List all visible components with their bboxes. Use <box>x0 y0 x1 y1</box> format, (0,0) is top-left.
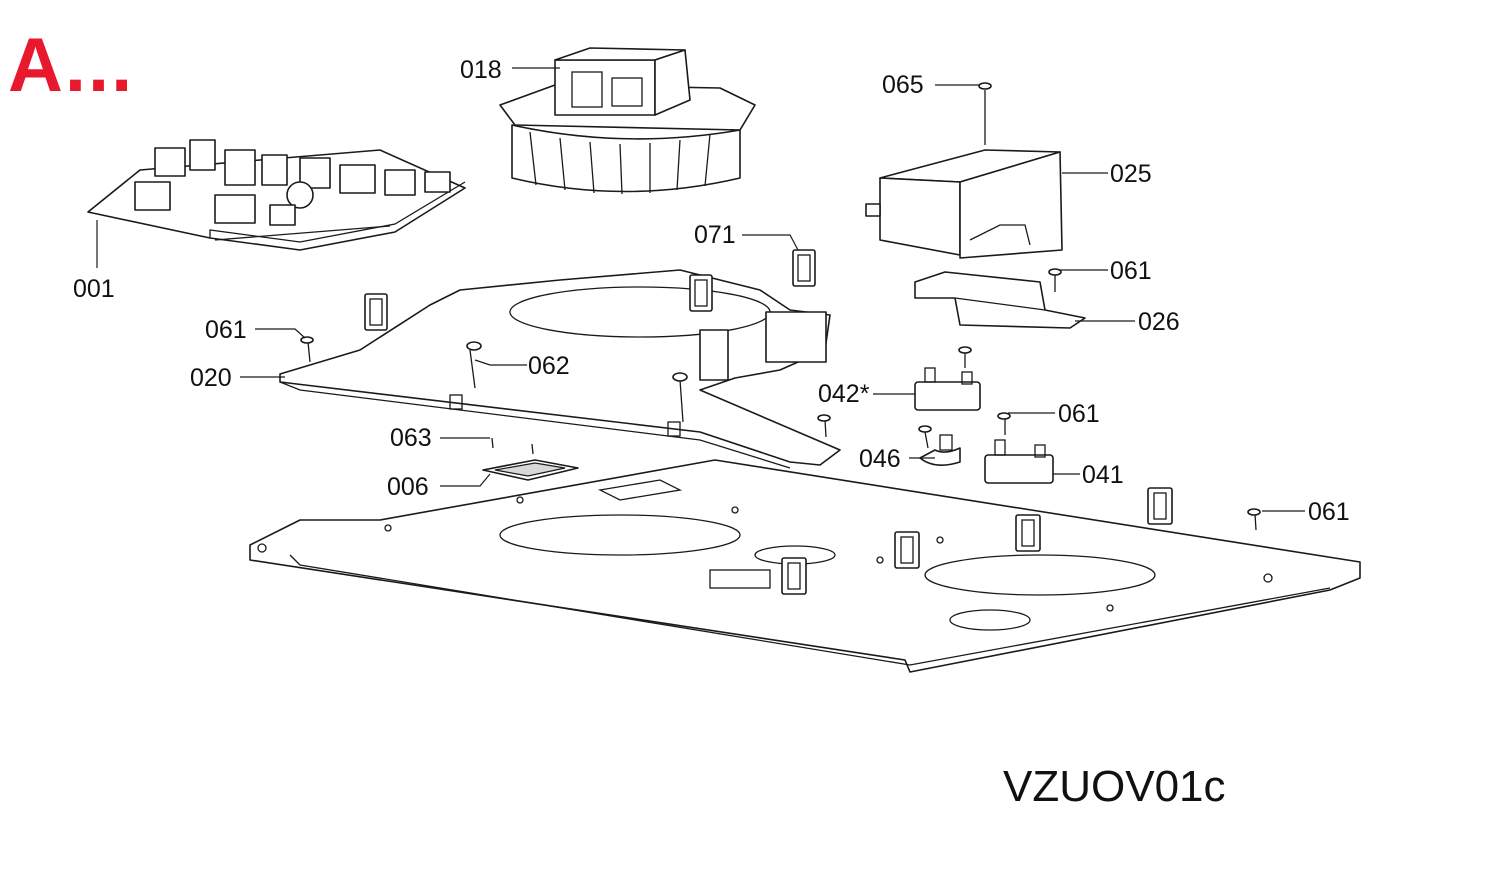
label-061: 061 <box>1110 257 1152 285</box>
section-mark: A... <box>8 23 135 108</box>
thermostat-046 <box>918 425 961 466</box>
label-020: 020 <box>190 364 232 392</box>
sensor-006 <box>482 459 579 481</box>
leader-lines <box>96 67 1305 512</box>
support-bracket <box>914 268 1086 329</box>
terminal-042 <box>914 346 981 411</box>
terminal-041 <box>984 412 1054 484</box>
label-046: 046 <box>859 445 901 473</box>
diagram-code: VZUOV01c <box>1003 762 1226 811</box>
label-061: 061 <box>1058 400 1100 428</box>
base-clips <box>781 487 1173 595</box>
label-025: 025 <box>1110 160 1152 188</box>
label-065: 065 <box>882 71 924 99</box>
label-006: 006 <box>387 473 429 501</box>
cooling-fan <box>499 47 756 195</box>
label-042: 042* <box>818 380 870 408</box>
label-061: 061 <box>1308 498 1350 526</box>
label-061: 061 <box>205 316 247 344</box>
cover-bracket <box>865 82 1063 259</box>
label-062: 062 <box>528 352 570 380</box>
main-frame <box>279 249 841 469</box>
label-063: 063 <box>390 424 432 452</box>
electronic-board <box>87 139 466 251</box>
label-026: 026 <box>1138 308 1180 336</box>
label-041: 041 <box>1082 461 1124 489</box>
label-018: 018 <box>460 56 502 84</box>
label-071: 071 <box>694 221 736 249</box>
screws <box>300 336 1261 531</box>
part-labels: 001 018 065 025 071 061 026 061 020 062 … <box>73 56 1350 526</box>
label-001: 001 <box>73 275 115 303</box>
